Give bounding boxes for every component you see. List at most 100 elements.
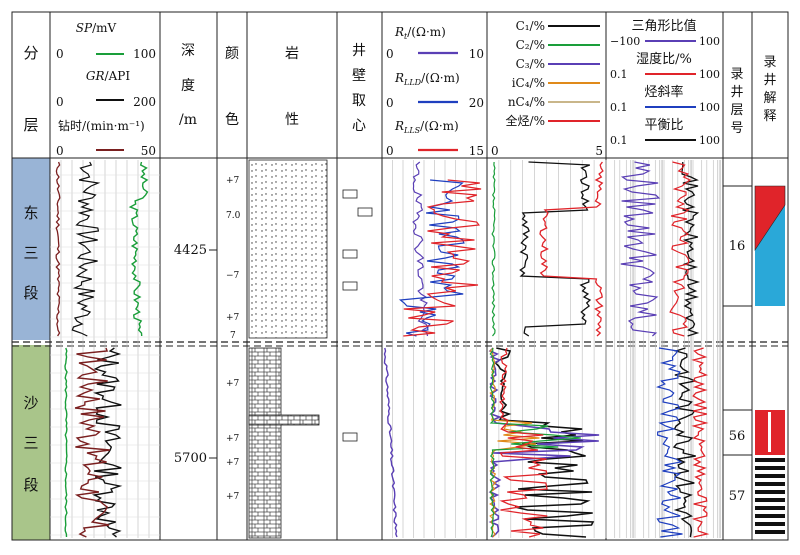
ratio-min-1: 0.1 (610, 68, 628, 81)
sp-label: SP (76, 21, 93, 35)
gas-legend-label-0: C₁/% (516, 19, 545, 33)
section2-char3: 段 (23, 476, 38, 494)
header-core-3: 取 (352, 93, 366, 109)
rt-max: 10 (469, 47, 484, 61)
svg-text:+7: +7 (226, 313, 240, 323)
header-interp-2: 井 (763, 73, 776, 88)
svg-text:7.0: 7.0 (226, 211, 241, 221)
layer-56: 56 (729, 429, 746, 444)
header-lith-2: 性 (285, 112, 299, 128)
section1-char1: 东 (23, 204, 38, 222)
color-marks: +7 7.0 −7 +7 7 +7 +7 +7 +7 (226, 176, 241, 502)
log-curves (55, 161, 710, 538)
section1-char3: 段 (23, 284, 38, 302)
header-lognum-4: 号 (730, 121, 743, 136)
rop-min: 0 (56, 144, 64, 158)
header-lognum-3: 层 (730, 103, 743, 118)
svg-text:钻时/(min·m⁻¹): 钻时/(min·m⁻¹) (58, 118, 145, 133)
header-interp-4: 释 (763, 109, 776, 124)
ratio-label-1: 湿度比/% (636, 51, 692, 67)
header-interp-3: 解 (763, 91, 776, 106)
rlls-max: 15 (469, 144, 484, 158)
svg-text:−7: −7 (226, 271, 240, 281)
gas-legend-label-1: C₂/% (516, 38, 545, 52)
svg-text:GR/API: GR/API (86, 69, 130, 83)
sp-min: 0 (56, 47, 64, 61)
layer-16: 16 (729, 239, 746, 254)
header-color-2: 色 (225, 111, 239, 128)
gas-min: 0 (491, 144, 499, 158)
header-depth-3: /m (179, 112, 197, 128)
gas-legend-label-5: 全烃/% (506, 113, 545, 128)
layer-57: 57 (729, 489, 746, 504)
rlls-min: 0 (386, 144, 394, 158)
header-interp-1: 录 (763, 55, 776, 70)
svg-text:+7: +7 (226, 379, 240, 389)
ratio-min-0: −100 (610, 35, 640, 48)
gr-unit: /API (105, 69, 131, 83)
section-1-bg (12, 158, 50, 340)
rop-unit: /(min·m⁻¹) (82, 119, 145, 133)
section2-char2: 三 (23, 434, 38, 452)
depth-4425: 4425 (174, 243, 207, 258)
svg-text:+7: +7 (226, 176, 240, 186)
depth-5700: 5700 (174, 451, 207, 466)
rop-label: 钻时 (58, 118, 82, 133)
sp-max: 100 (133, 47, 156, 61)
gas-legend: C₁/% C₂/% C₃/% iC₄/% nC₄/% 全烃/% (506, 19, 600, 128)
section2-char1: 沙 (23, 394, 38, 412)
header-layer-1: 分 (23, 44, 38, 62)
section1-char2: 三 (23, 244, 38, 262)
ratio-max-0: 100 (699, 35, 720, 48)
header-color-1: 颜 (225, 46, 239, 62)
interpretation-column (754, 185, 786, 534)
ratio-min-2: 0.1 (610, 101, 628, 114)
svg-text:Rt/(Ω·m): Rt/(Ω·m) (394, 25, 446, 41)
ratio-label-0: 三角形比值 (631, 18, 696, 34)
ratio-min-3: 0.1 (610, 134, 628, 147)
layer-numbers: 16 56 57 (723, 185, 752, 504)
section-labels: 东 三 段 沙 三 段 (23, 204, 38, 494)
header-core-4: 心 (352, 118, 366, 134)
rt-min: 0 (386, 47, 394, 61)
resistivity-header: Rt/(Ω·m) 0 10 RLLD/(Ω·m) 0 20 RLLS/(Ω·m)… (386, 25, 484, 158)
ratio-max-2: 100 (699, 101, 720, 114)
header-depth-2: 度 (181, 78, 195, 94)
header-core-2: 壁 (352, 68, 366, 84)
grid-frame (11, 11, 789, 541)
gas-legend-label-2: C₃/% (516, 57, 545, 71)
svg-text:RLLD/(Ω·m): RLLD/(Ω·m) (394, 71, 460, 87)
gas-legend-label-3: iC₄/% (512, 76, 545, 90)
svg-text:+7: +7 (226, 458, 240, 468)
rop-max: 50 (141, 144, 156, 158)
ratio-label-3: 平衡比 (644, 118, 683, 133)
ratio-max-1: 100 (699, 68, 720, 81)
core-markers (342, 189, 373, 442)
track1-header: SP/mV 0 100 GR/API 0 200 钻时/(min·m⁻¹) 0 … (56, 21, 156, 158)
header-layer-2: 层 (23, 116, 38, 134)
ratio-max-3: 100 (699, 134, 720, 147)
section-2-bg (12, 345, 50, 540)
svg-text:+7: +7 (226, 434, 240, 444)
sp-unit: /mV (92, 21, 116, 35)
svg-text:+7: +7 (226, 492, 240, 502)
gr-label: GR (86, 69, 105, 83)
gr-min: 0 (56, 95, 64, 109)
gr-max: 200 (133, 95, 156, 109)
header-depth-1: 深 (181, 43, 195, 59)
ratio-legend: 三角形比值−100 100 湿度比/% 0.1 100 烃斜率 0.1 100 平衡比 0.1 10… (610, 18, 720, 147)
rlld-min: 0 (386, 96, 394, 110)
ratio-label-2: 烃斜率 (644, 84, 683, 100)
svg-text:7: 7 (230, 331, 236, 341)
gas-max: 5 (595, 144, 603, 158)
header-lith-1: 岩 (285, 46, 299, 62)
lithology-column (248, 159, 328, 539)
gas-legend-label-4: nC₄/% (508, 95, 545, 109)
header-core-1: 井 (352, 43, 366, 59)
header-lognum-2: 井 (730, 85, 743, 100)
svg-text:SP/mV: SP/mV (76, 21, 117, 35)
svg-text:RLLS/(Ω·m): RLLS/(Ω·m) (394, 119, 459, 135)
header-lognum-1: 录 (730, 67, 743, 82)
column-headers: 深 度 /m 颜 色 岩 性 井 壁 取 心 录 井 层 号 录 井 解 释 (179, 43, 777, 136)
